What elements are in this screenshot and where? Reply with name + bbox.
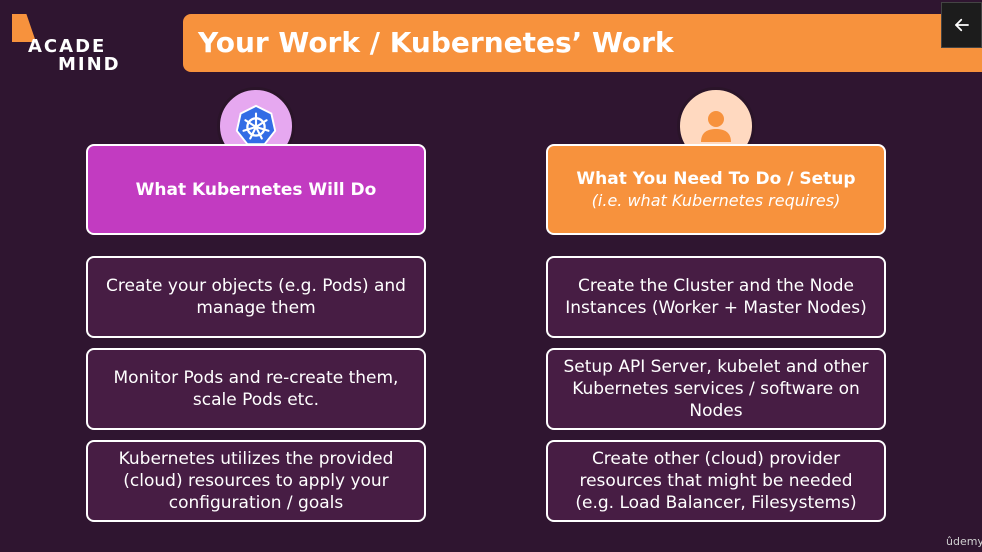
academind-logo: ACADE MIND — [12, 14, 119, 75]
card-text: Create your objects (e.g. Pods) and mana… — [106, 276, 406, 318]
card-text: Setup API Server, kubelet and other Kube… — [563, 357, 869, 421]
user-icon — [701, 111, 731, 142]
user-task-card: Create the Cluster and the Node Instance… — [546, 256, 886, 338]
kubernetes-helm-icon — [235, 104, 277, 146]
card-text: Monitor Pods and re-create them, scale P… — [113, 368, 399, 410]
title-bar: Your Work / Kubernetes’ Work — [183, 14, 982, 72]
kubernetes-will-do-header: What Kubernetes Will Do — [86, 144, 426, 235]
arrow-left-icon — [954, 18, 969, 32]
card-text: Create the Cluster and the Node Instance… — [565, 276, 867, 318]
udemy-watermark: ûdemy — [946, 535, 982, 548]
logo-line-2: MIND — [58, 54, 121, 75]
logo-line-1: ACADE — [28, 36, 107, 57]
card-text: Create other (cloud) provider resources … — [575, 449, 857, 513]
back-button[interactable] — [941, 2, 982, 48]
kubernetes-task-card: Create your objects (e.g. Pods) and mana… — [86, 256, 426, 338]
user-task-card: Setup API Server, kubelet and other Kube… — [546, 348, 886, 430]
kubernetes-will-do-label: What Kubernetes Will Do — [135, 179, 377, 200]
user-task-card: Create other (cloud) provider resources … — [546, 440, 886, 522]
kubernetes-task-card: Monitor Pods and re-create them, scale P… — [86, 348, 426, 430]
you-need-to-do-subtitle: (i.e. what Kubernetes requires) — [591, 190, 841, 210]
card-text: Kubernetes utilizes the provided (cloud)… — [118, 449, 394, 513]
kubernetes-task-card: Kubernetes utilizes the provided (cloud)… — [86, 440, 426, 522]
you-need-to-do-label: What You Need To Do / Setup — [576, 168, 856, 189]
slide-title: Your Work / Kubernetes’ Work — [198, 26, 674, 59]
you-need-to-do-header: What You Need To Do / Setup (i.e. what K… — [546, 144, 886, 235]
